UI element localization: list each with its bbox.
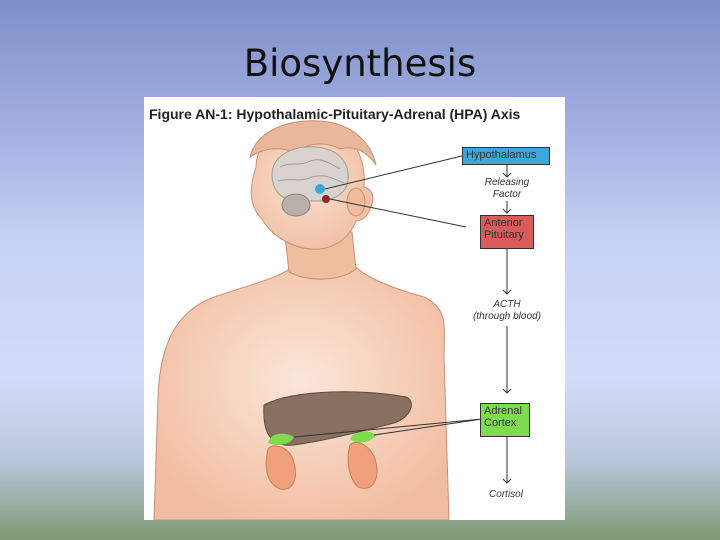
releasing-factor-line-2: Factor	[469, 189, 545, 201]
adrenal-label: Adrenal	[484, 405, 526, 417]
figure-caption: Figure AN-1: Hypothalamic-Pituitary-Adre…	[149, 106, 520, 122]
hypothalamus-box: Hypothalamus	[462, 147, 550, 165]
acth-line-2: (through blood)	[462, 311, 552, 323]
pituitary-dot	[322, 195, 330, 203]
acth-line-1: ACTH	[462, 299, 552, 311]
ear-shape	[347, 188, 365, 216]
pituitary-label: Pituitary	[484, 229, 530, 241]
releasing-factor-line-1: Releasing	[469, 177, 545, 189]
slide-title: Biosynthesis	[0, 42, 720, 85]
cortex-label: Cortex	[484, 417, 526, 429]
brain-shape	[272, 147, 348, 201]
acth-label: ACTH (through blood)	[462, 299, 552, 323]
anterior-pituitary-box: Anterior Pituitary	[480, 215, 534, 249]
anterior-label: Anterior	[484, 217, 530, 229]
hypothalamus-label: Hypothalamus	[466, 149, 536, 161]
hypothalamus-dot	[315, 184, 325, 194]
torso-shape	[154, 265, 449, 520]
cerebellum-shape	[282, 194, 310, 216]
hpa-axis-figure: Figure AN-1: Hypothalamic-Pituitary-Adre…	[144, 97, 565, 520]
adrenal-cortex-box: Adrenal Cortex	[480, 403, 530, 437]
cortisol-label: Cortisol	[476, 489, 536, 501]
releasing-factor-label: Releasing Factor	[469, 177, 545, 201]
